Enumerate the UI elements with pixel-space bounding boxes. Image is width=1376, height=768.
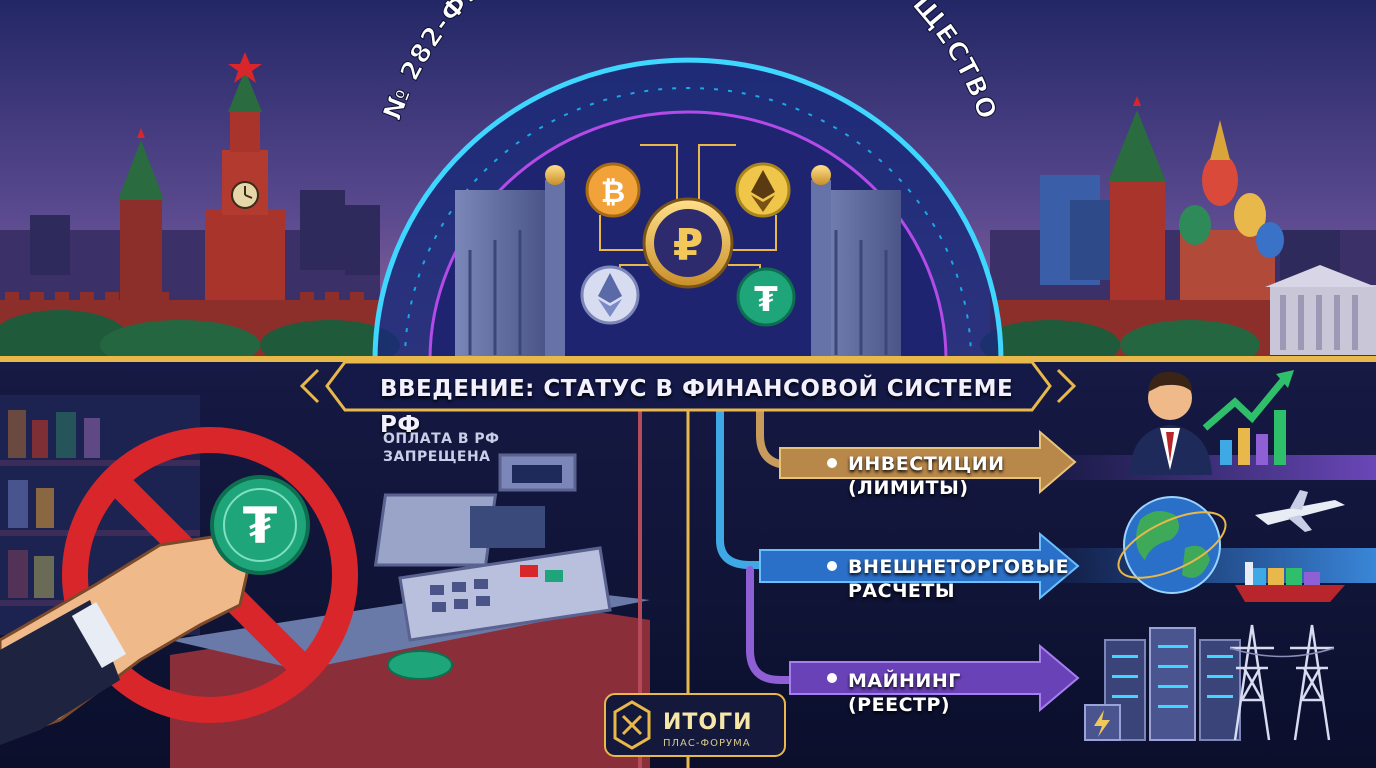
- forum-logo-icon: [604, 693, 786, 757]
- law-arc: ₽ ₿ ₮: [372, 57, 1004, 361]
- branch-label-mining: МАЙНИНГ (РЕЕСТР): [848, 669, 961, 717]
- arrow-investments: [779, 429, 1077, 495]
- svg-text:₮: ₮: [754, 280, 778, 320]
- ethereum-icon: [735, 162, 791, 218]
- logo-title: ИТОГИ: [663, 710, 753, 735]
- ban-caption-line1: ОПЛАТА В РФ: [383, 431, 500, 447]
- ruble-icon: ₽: [642, 197, 734, 289]
- ethereum-icon: [580, 265, 640, 325]
- branch-label-line1: ИНВЕСТИЦИИ: [848, 453, 1005, 475]
- branch-label-investments: ИНВЕСТИЦИИ (ЛИМИТЫ): [848, 452, 1005, 500]
- arrow-mining: [789, 643, 1080, 713]
- branch-label-foreign-trade: ВНЕШНЕТОРГОВЫЕ РАСЧЕТЫ: [848, 555, 1069, 603]
- branch-label-line2: (ЛИМИТЫ): [848, 477, 969, 499]
- growth-chart-icon: [1202, 370, 1294, 465]
- ban-caption-line2: ЗАПРЕЩЕНА: [383, 449, 491, 465]
- svg-text:₽: ₽: [673, 220, 704, 271]
- logo-subtitle: ПЛАС-ФОРУМА: [663, 738, 751, 749]
- airplane-icon: [1255, 490, 1345, 532]
- branch-label-line1: МАЙНИНГ: [848, 670, 961, 692]
- tether-icon: ₮: [736, 267, 796, 327]
- hand-with-tether-coin: ₮: [0, 475, 310, 745]
- server-rack-icon: [1084, 627, 1241, 741]
- svg-text:₿: ₿: [601, 175, 625, 210]
- branch-label-line2: РАСЧЕТЫ: [848, 580, 956, 602]
- power-tower-icon: [1229, 624, 1335, 741]
- branch-label-line1: ВНЕШНЕТОРГОВЫЕ: [848, 556, 1070, 578]
- svg-text:₮: ₮: [243, 497, 278, 555]
- cargo-ship-icon: [1235, 562, 1345, 602]
- globe-icon: [1117, 496, 1227, 594]
- ban-caption: ОПЛАТА В РФ ЗАПРЕЩЕНА: [383, 430, 500, 466]
- moscow-skyline-left: [0, 52, 400, 370]
- intro-banner: [0, 356, 1376, 412]
- branch-label-line2: (РЕЕСТР): [848, 694, 951, 716]
- bitcoin-icon: ₿: [585, 162, 641, 218]
- businessman-icon: [1130, 371, 1212, 475]
- cash-register-icon: [170, 453, 650, 768]
- banner-title: ВВЕДЕНИЕ: СТАТУС В ФИНАНСОВОЙ СИСТЕМЕ РФ: [380, 376, 1014, 438]
- arrow-foreign-trade: [759, 531, 1080, 601]
